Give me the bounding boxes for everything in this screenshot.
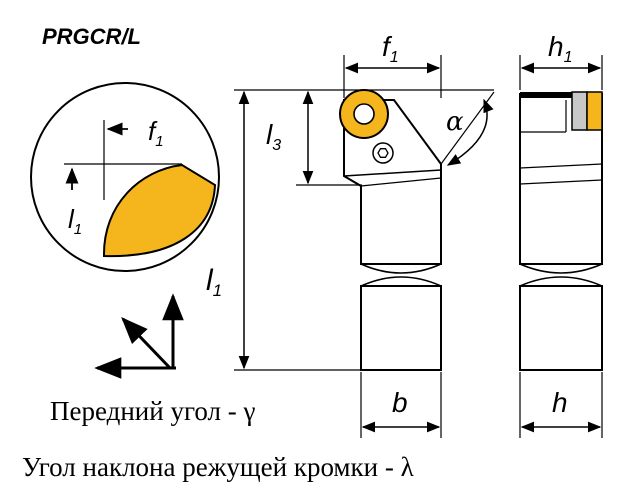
- side-clamp: [571, 91, 588, 131]
- holder-side-view: [519, 91, 603, 371]
- side-break-upper: [519, 263, 603, 274]
- side-seat-line-2: [519, 179, 603, 185]
- side-top-edge: [520, 92, 572, 98]
- l3-label: l3: [266, 119, 281, 154]
- diagram-title: PRGCR/L: [42, 24, 141, 49]
- shank-lower: [360, 285, 442, 371]
- holder-top-view: [339, 89, 442, 371]
- clamp-screw: [372, 142, 394, 164]
- side-insert: [586, 91, 603, 131]
- side-seat-line-1: [519, 163, 603, 169]
- coordinate-axes: [94, 293, 184, 379]
- shank-upper: [343, 99, 442, 265]
- insert-hole: [353, 103, 375, 125]
- b-label: b: [392, 387, 408, 418]
- break-line-lower: [360, 276, 442, 287]
- side-break-lower: [519, 276, 603, 287]
- h-label: h: [552, 387, 568, 418]
- h1-top-label: h1: [548, 31, 572, 66]
- f1-top-label: f1: [382, 31, 399, 66]
- inclination-angle-caption: Угол наклона режущей кромки - λ: [22, 452, 414, 482]
- head-step-line: [360, 177, 442, 187]
- head-seat-line: [343, 169, 442, 177]
- detail-f1-label: f1: [148, 116, 164, 150]
- break-line-upper: [360, 263, 442, 274]
- insert-detail-view: f1 l1: [30, 82, 220, 272]
- detail-l1-label: l1: [68, 204, 82, 238]
- hex-socket-icon: [377, 148, 389, 158]
- alpha-label: α: [446, 107, 464, 137]
- detail-insert: [102, 163, 217, 258]
- side-shank-lower: [519, 285, 603, 371]
- rake-angle-caption: Передний угол - γ: [50, 396, 255, 426]
- l1-main-label: l1: [206, 264, 222, 300]
- alpha-arc: [446, 98, 494, 166]
- axis-diagonal-arrow: [121, 317, 172, 370]
- dimension-lines: f1 h1 l3 l1 α b h: [206, 31, 603, 438]
